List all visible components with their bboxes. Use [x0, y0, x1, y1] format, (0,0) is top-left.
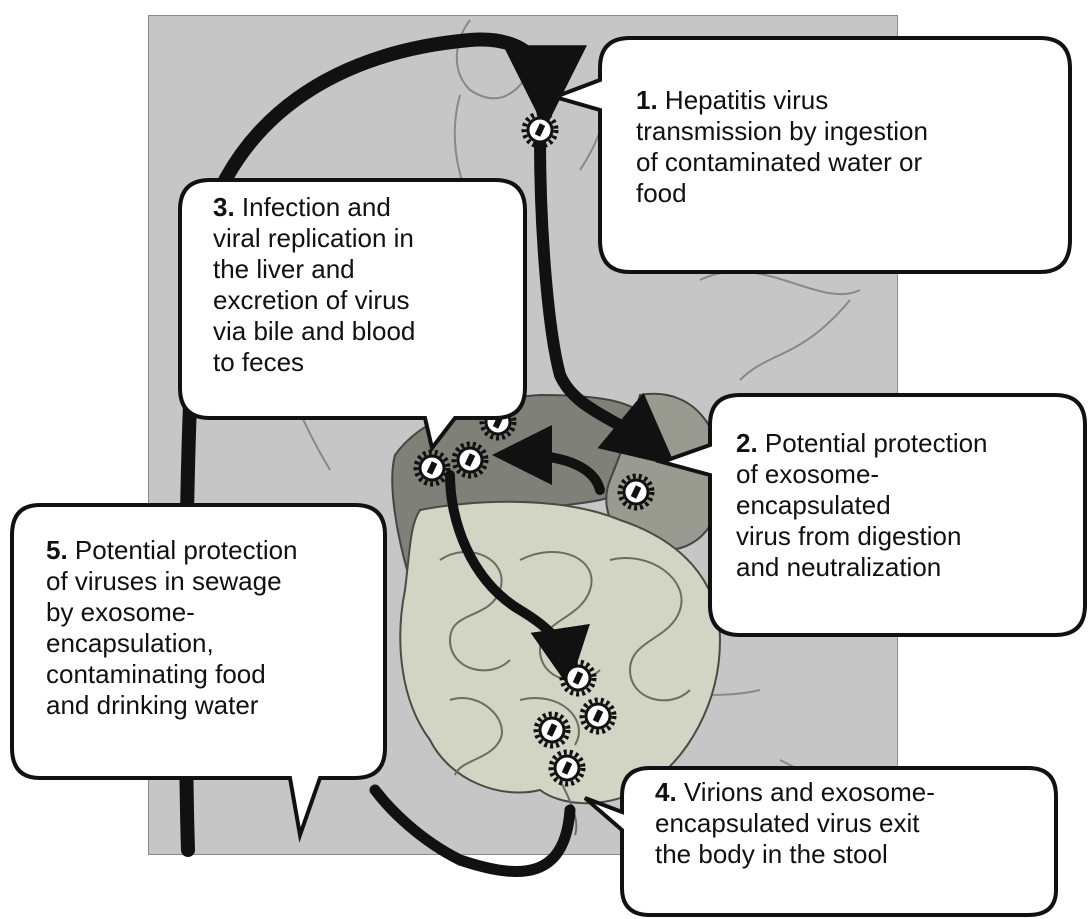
- step-4-text: 4. Virions and exosome- encapsulated vir…: [655, 777, 1055, 870]
- step-1-number: 1.: [636, 85, 658, 115]
- step-2-description: Potential protection of exosome- encapsu…: [736, 428, 988, 582]
- step-4-description: Virions and exosome- encapsulated virus …: [655, 777, 935, 869]
- step-3-description: Infection and viral replication in the l…: [213, 192, 415, 377]
- step-3-text: 3. Infection and viral replication in th…: [213, 192, 518, 378]
- step-2-number: 2.: [736, 428, 758, 458]
- virus-particle-icon: [524, 114, 556, 146]
- step-5-text: 5. Potential protection of viruses in se…: [46, 535, 386, 721]
- step-5-description: Potential protection of viruses in sewag…: [46, 535, 298, 720]
- step-1-text: 1. Hepatitis virus transmission by inges…: [636, 85, 1056, 209]
- step-4-number: 4.: [655, 777, 677, 807]
- step-5-number: 5.: [46, 535, 68, 565]
- step-1-description: Hepatitis virus transmission by ingestio…: [636, 85, 928, 208]
- arrow-icon: [375, 790, 570, 872]
- step-3-number: 3.: [213, 192, 235, 222]
- step-2-text: 2. Potential protection of exosome- enca…: [736, 428, 1081, 583]
